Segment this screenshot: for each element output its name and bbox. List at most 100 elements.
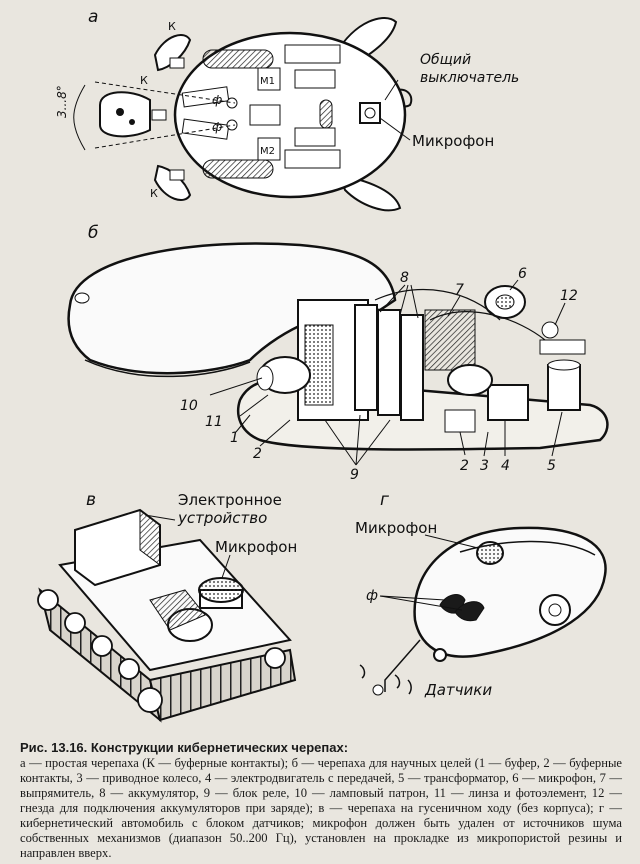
number-8: 8 <box>400 270 409 286</box>
caption-title: Рис. 13.16. Конструкции кибернетических … <box>20 740 349 755</box>
label-sensors: Датчики <box>424 681 492 699</box>
number-3: 3 <box>480 458 489 474</box>
transformer-5 <box>547 364 581 411</box>
label-f: ф <box>212 93 222 107</box>
car-ridge <box>459 540 596 556</box>
rear-caster <box>319 99 333 129</box>
number-2: 2 <box>253 446 262 462</box>
label-k: К <box>140 74 148 87</box>
gear <box>447 364 493 396</box>
photocell-window <box>454 601 485 622</box>
label-f: ф <box>212 120 222 134</box>
bumper-contact <box>151 109 167 121</box>
eye-icon <box>129 119 135 125</box>
leader-line <box>144 514 176 521</box>
microphone-icon <box>198 577 244 603</box>
panel-v: в Электронное устройство Микрофон <box>37 490 297 723</box>
photocell-icon <box>226 97 238 109</box>
label-k: К <box>150 187 158 200</box>
label-microphone: Микрофон <box>355 519 437 537</box>
accumulator <box>377 309 401 416</box>
shell-outline <box>173 31 407 199</box>
motor-4 <box>487 384 529 421</box>
right-wheel <box>202 159 274 179</box>
shell-hole <box>74 292 90 304</box>
wheel-hub <box>548 603 562 617</box>
leader-lines <box>209 279 566 466</box>
accumulator <box>400 314 424 421</box>
number-6: 6 <box>518 266 527 282</box>
number-10: 10 <box>180 398 198 414</box>
head <box>99 91 151 138</box>
number-2: 2 <box>460 458 469 474</box>
leader-line <box>379 595 463 611</box>
photocell-icon <box>226 119 238 131</box>
label-angle: 3...8° <box>55 85 69 118</box>
charge-sockets <box>539 339 586 355</box>
angle-arc <box>73 84 86 151</box>
panel-g: г Микрофон ф Датчики <box>355 490 607 699</box>
microphone-icon <box>476 541 504 565</box>
wiring <box>374 289 546 341</box>
panel-a: а <box>55 7 519 212</box>
bumper-contact <box>169 169 185 181</box>
rectifier <box>424 309 476 371</box>
block <box>294 69 336 89</box>
motor-m1 <box>257 67 281 91</box>
panel-b: б <box>67 223 609 483</box>
block <box>284 44 341 64</box>
angle-line <box>94 81 236 104</box>
number-5: 5 <box>547 458 556 474</box>
number-9: 9 <box>350 467 359 483</box>
number-7: 7 <box>455 282 464 298</box>
relay-terminals <box>304 324 334 406</box>
sensor-arm <box>384 639 421 692</box>
number-1: 1 <box>230 430 239 446</box>
block <box>284 149 341 169</box>
socket-icon <box>541 321 559 339</box>
eye-icon <box>116 108 124 116</box>
leader-line <box>379 595 446 601</box>
motor-m2 <box>257 137 281 161</box>
block <box>294 127 336 147</box>
label-microphone: Микрофон <box>215 538 297 556</box>
sensor-icon <box>372 684 384 696</box>
transformer-top <box>547 359 581 371</box>
microphone-membrane <box>364 107 376 119</box>
leader-line <box>221 554 231 579</box>
number-11: 11 <box>205 414 223 430</box>
microphone-icon <box>359 102 381 124</box>
bumper-contact <box>169 57 185 69</box>
label-electronic-device: устройство <box>177 509 267 527</box>
panel-b-letter: б <box>88 223 98 243</box>
drive-wheel-3 <box>444 409 476 433</box>
figure-caption: Рис. 13.16. Конструкции кибернетических … <box>20 740 622 861</box>
label-m2: M2 <box>260 146 275 157</box>
label-k: К <box>168 20 176 33</box>
label-microphone: Микрофон <box>412 132 494 150</box>
right-bumper <box>153 164 192 201</box>
angle-line <box>94 124 236 149</box>
left-wheel <box>202 49 274 69</box>
turtle-designs-figure: а <box>37 7 609 723</box>
leader-line <box>384 79 399 101</box>
photocell-block <box>181 86 230 108</box>
microphone-grille <box>495 294 515 310</box>
wheel <box>433 648 447 662</box>
panel-g-letter: г <box>380 490 389 510</box>
number-12: 12 <box>560 288 578 304</box>
label-electronic-device: Электронное <box>178 491 282 509</box>
label-f: ф <box>366 588 378 604</box>
accumulator <box>354 304 378 411</box>
box-side <box>139 509 161 566</box>
label-m1: M1 <box>260 76 275 87</box>
caption-text: а — простая черепаха (К — буферные конта… <box>20 756 622 860</box>
panel-v-letter: в <box>86 490 96 510</box>
motor-body <box>149 589 206 631</box>
photocell-block <box>181 118 230 140</box>
sensor-whiskers <box>359 664 412 695</box>
leader-line <box>424 534 479 549</box>
label-switch: Общий <box>420 52 471 68</box>
label-switch: выключатель <box>420 70 519 86</box>
road-wheels <box>37 589 286 713</box>
